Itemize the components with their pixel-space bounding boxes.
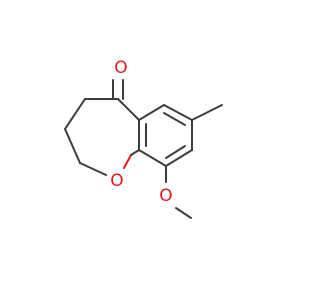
bond-c6-c7-inner bbox=[163, 112, 186, 126]
bond-c3-c2 bbox=[64, 128, 81, 164]
bond-c2-o1 bbox=[79, 162, 107, 176]
carbonyl-oxygen-label: O bbox=[114, 58, 127, 78]
molecule-structure-diagram: O O O bbox=[64, 58, 223, 219]
bond-c8-c9-inner bbox=[165, 145, 186, 159]
bond-c4-c3 bbox=[64, 98, 86, 130]
methoxy-oxygen-label: O bbox=[159, 186, 172, 206]
bond-o-methoxy-ch3 bbox=[175, 207, 192, 219]
bond-c5a-c6 bbox=[138, 104, 165, 121]
ring-oxygen-label: O bbox=[110, 171, 123, 191]
bond-c6-c7 bbox=[163, 104, 193, 121]
bond-c8-c9 bbox=[165, 149, 193, 167]
bond-o1-c9a bbox=[130, 149, 140, 156]
bond-c7-methyl bbox=[191, 104, 223, 121]
bond-c5a-c5 bbox=[117, 98, 140, 121]
atom-labels: O O O bbox=[110, 58, 172, 206]
bond-o1-c9a-red bbox=[123, 154, 132, 169]
bonds bbox=[64, 79, 223, 219]
bond-c9-c9a bbox=[138, 149, 167, 167]
